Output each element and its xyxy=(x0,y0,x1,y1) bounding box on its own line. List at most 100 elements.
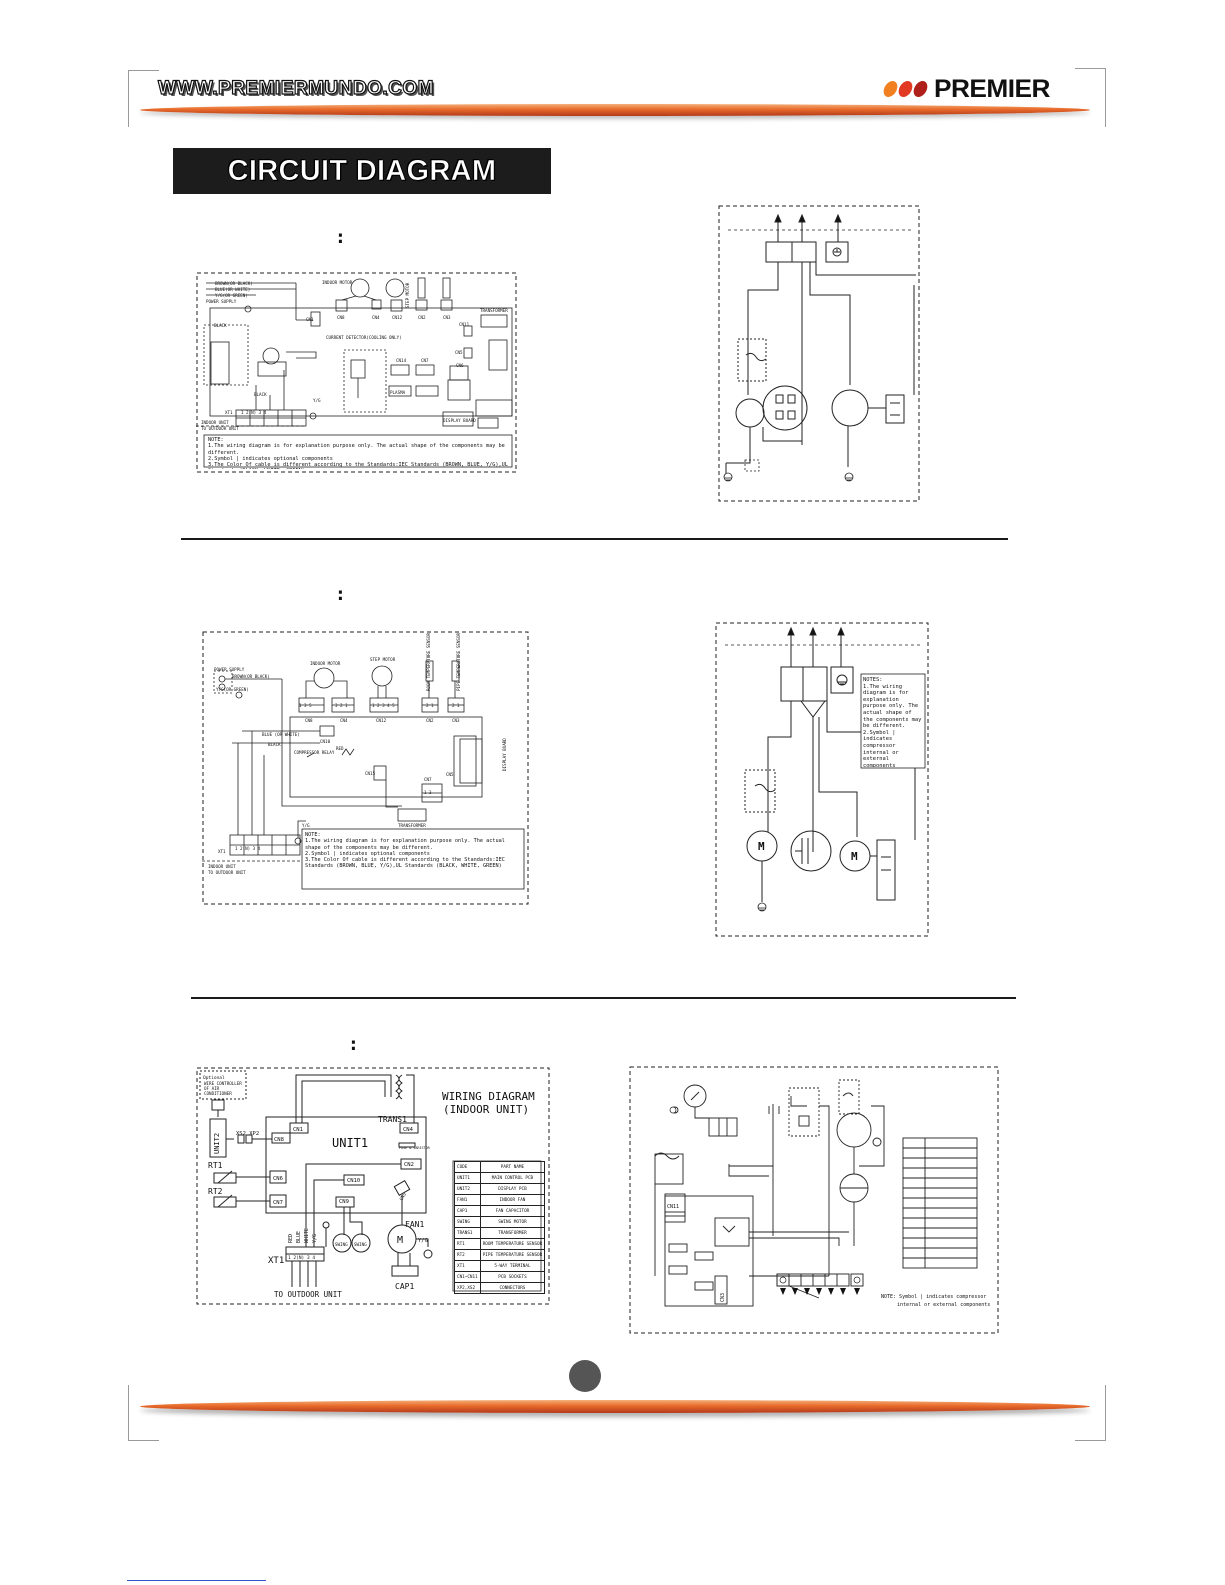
d3-label: CN8 xyxy=(274,1137,284,1143)
wiring-diagram-2: POWER SUPPLY BROWN(OR BLACK) Y/G(OR GREE… xyxy=(202,631,529,905)
d3-label: RED xyxy=(288,1234,294,1243)
d3-label: RT1 xyxy=(208,1161,223,1170)
section-divider xyxy=(181,538,1008,540)
d2-label: 1 3 5 xyxy=(299,703,312,708)
d2-label: CN3 xyxy=(452,718,460,723)
d1-label: CN4 xyxy=(372,315,380,320)
brand-dot-icon xyxy=(911,81,930,97)
table-cell: XP2,XS2 xyxy=(454,1282,481,1294)
d3-label: RT2 xyxy=(208,1187,223,1196)
d1-label: BLACK xyxy=(214,323,227,328)
table-cell: UNIT2 xyxy=(454,1183,481,1195)
d2-label: Y/G xyxy=(302,823,310,828)
d1-label: CN14 xyxy=(396,358,407,363)
d2-note: NOTE: 1.The wiring diagram is for explan… xyxy=(305,832,505,870)
compressor-diagram-3: CN11 CN3 NOTE: Symbol | indicates compre… xyxy=(629,1066,999,1334)
d1-label: CN5 xyxy=(455,350,463,355)
table-cell: CONNECTORS xyxy=(479,1282,546,1294)
crop-mark-bottom-left xyxy=(128,1385,159,1441)
d3-label: FAN1 xyxy=(405,1220,424,1229)
site-url: WWW.PREMIERMUNDO.COM xyxy=(157,77,434,99)
page-title: CIRCUIT DIAGRAM xyxy=(173,148,551,194)
table-cell: CAP1 xyxy=(454,1205,481,1217)
d1-label: TO OUTDOOR UNIT xyxy=(201,426,239,431)
compressor-diagram-1 xyxy=(718,205,920,502)
d1-label: BROWN(OR BLACK) xyxy=(215,281,253,286)
d3-label: CN5 xyxy=(399,1192,408,1202)
brand-logo: PREMIER xyxy=(881,74,1050,104)
d2-label: CN10 xyxy=(320,739,331,744)
d3r-note: internal or external components xyxy=(897,1302,990,1308)
d3-label: CN2 xyxy=(404,1162,414,1168)
d2-label: 1 2 3 4 5 xyxy=(372,703,395,708)
d1-label: BLACK xyxy=(254,392,267,397)
table-cell: TRANS1 xyxy=(454,1227,481,1239)
table-cell: FAN CAPACITOR xyxy=(479,1205,546,1217)
d2-label: 2 1 xyxy=(452,703,460,708)
d3-label: CN6 xyxy=(273,1176,283,1182)
d2-label: POWER SUPPLY xyxy=(214,667,245,672)
d1-label: INDOOR MOTOR xyxy=(322,280,353,285)
d2-label: TO OUTDOOR UNIT xyxy=(208,870,246,875)
d2-label: DISPLAY BOARD xyxy=(502,738,507,771)
d3-label: Optional xyxy=(203,1075,225,1081)
table-cell: CN1~CN11 xyxy=(454,1271,481,1283)
d2-label: BROWN(OR BLACK) xyxy=(232,674,270,679)
d2-label: 3 2 1 xyxy=(335,703,348,708)
table-cell: 5-WAY TERMINAL xyxy=(479,1260,546,1272)
d1-label: CURRENT DETECTOR(COOLING ONLY) xyxy=(326,335,402,340)
d2-label: CN15 xyxy=(365,771,376,776)
d2-label: CN8 xyxy=(305,718,313,723)
d2-label: PIPE TEMPERATURE SENSOR xyxy=(456,633,461,691)
d2-label: INDOOR UNIT xyxy=(208,864,236,869)
table-cell: DISPLAY PCB xyxy=(479,1183,546,1195)
d1-label: CN11 xyxy=(459,322,470,327)
d2-label: CN5 xyxy=(446,772,454,777)
d3-label: CN7 xyxy=(273,1200,283,1206)
d1-label: CN1 xyxy=(306,317,314,322)
d2-label: CN4 xyxy=(340,718,348,723)
d2r-motor-label: M xyxy=(758,840,765,853)
d1-label: Y/G(OR GREEN) xyxy=(215,293,248,298)
d3-label: CN10 xyxy=(347,1178,360,1184)
table-cell: RT2 xyxy=(454,1249,481,1261)
footer-link-underline[interactable] xyxy=(127,1580,266,1581)
compressor-diagram-2: M M xyxy=(715,622,929,937)
wiring-diagram-1: BROWN(OR BLACK) BLUE(OR WHITE) Y/G(OR GR… xyxy=(196,272,517,473)
d3-label: SWING xyxy=(354,1242,367,1247)
d3-label: TRANS1 xyxy=(378,1115,407,1124)
d2-label: XT1 xyxy=(218,849,226,854)
brand-dot-icon xyxy=(881,81,900,97)
d3-label: CAP1 xyxy=(395,1282,414,1291)
d2-label: COMPRESSOR RELAY xyxy=(294,750,335,755)
table-cell: INDOOR FAN xyxy=(479,1194,546,1206)
d3-title: WIRING DIAGRAM xyxy=(442,1090,535,1103)
d1-label: TRANSFORMER xyxy=(480,308,508,313)
table-cell: UNIT1 xyxy=(454,1172,481,1184)
d2r-motor-label: M xyxy=(851,850,858,863)
d3-label: CN9 xyxy=(339,1199,349,1205)
d3-label: CN4 xyxy=(403,1127,414,1133)
d3-label: Y/G xyxy=(418,1238,428,1244)
d2-label: RED xyxy=(336,746,344,751)
table-cell: PIPE TEMPERATURE SENSOR xyxy=(479,1249,546,1261)
d1-label: BLUE(OR WHITE) xyxy=(215,287,250,292)
crop-mark-top-right xyxy=(1075,68,1106,127)
d3-label: TO OUTDOOR UNIT xyxy=(274,1290,342,1299)
d3-label: XT1 xyxy=(268,1256,284,1266)
d3-label: UNIT1 xyxy=(332,1136,368,1150)
d1-label: DISPLAY BOARD xyxy=(443,418,476,423)
section-colon: : xyxy=(337,585,344,605)
d3r-note: NOTE: Symbol | indicates compressor xyxy=(881,1294,986,1300)
table-cell: RT1 xyxy=(454,1238,481,1250)
footer-bar xyxy=(140,1400,1090,1413)
table-cell: TRANSFORMER xyxy=(479,1227,546,1239)
d3r-label: CN11 xyxy=(667,1204,679,1210)
